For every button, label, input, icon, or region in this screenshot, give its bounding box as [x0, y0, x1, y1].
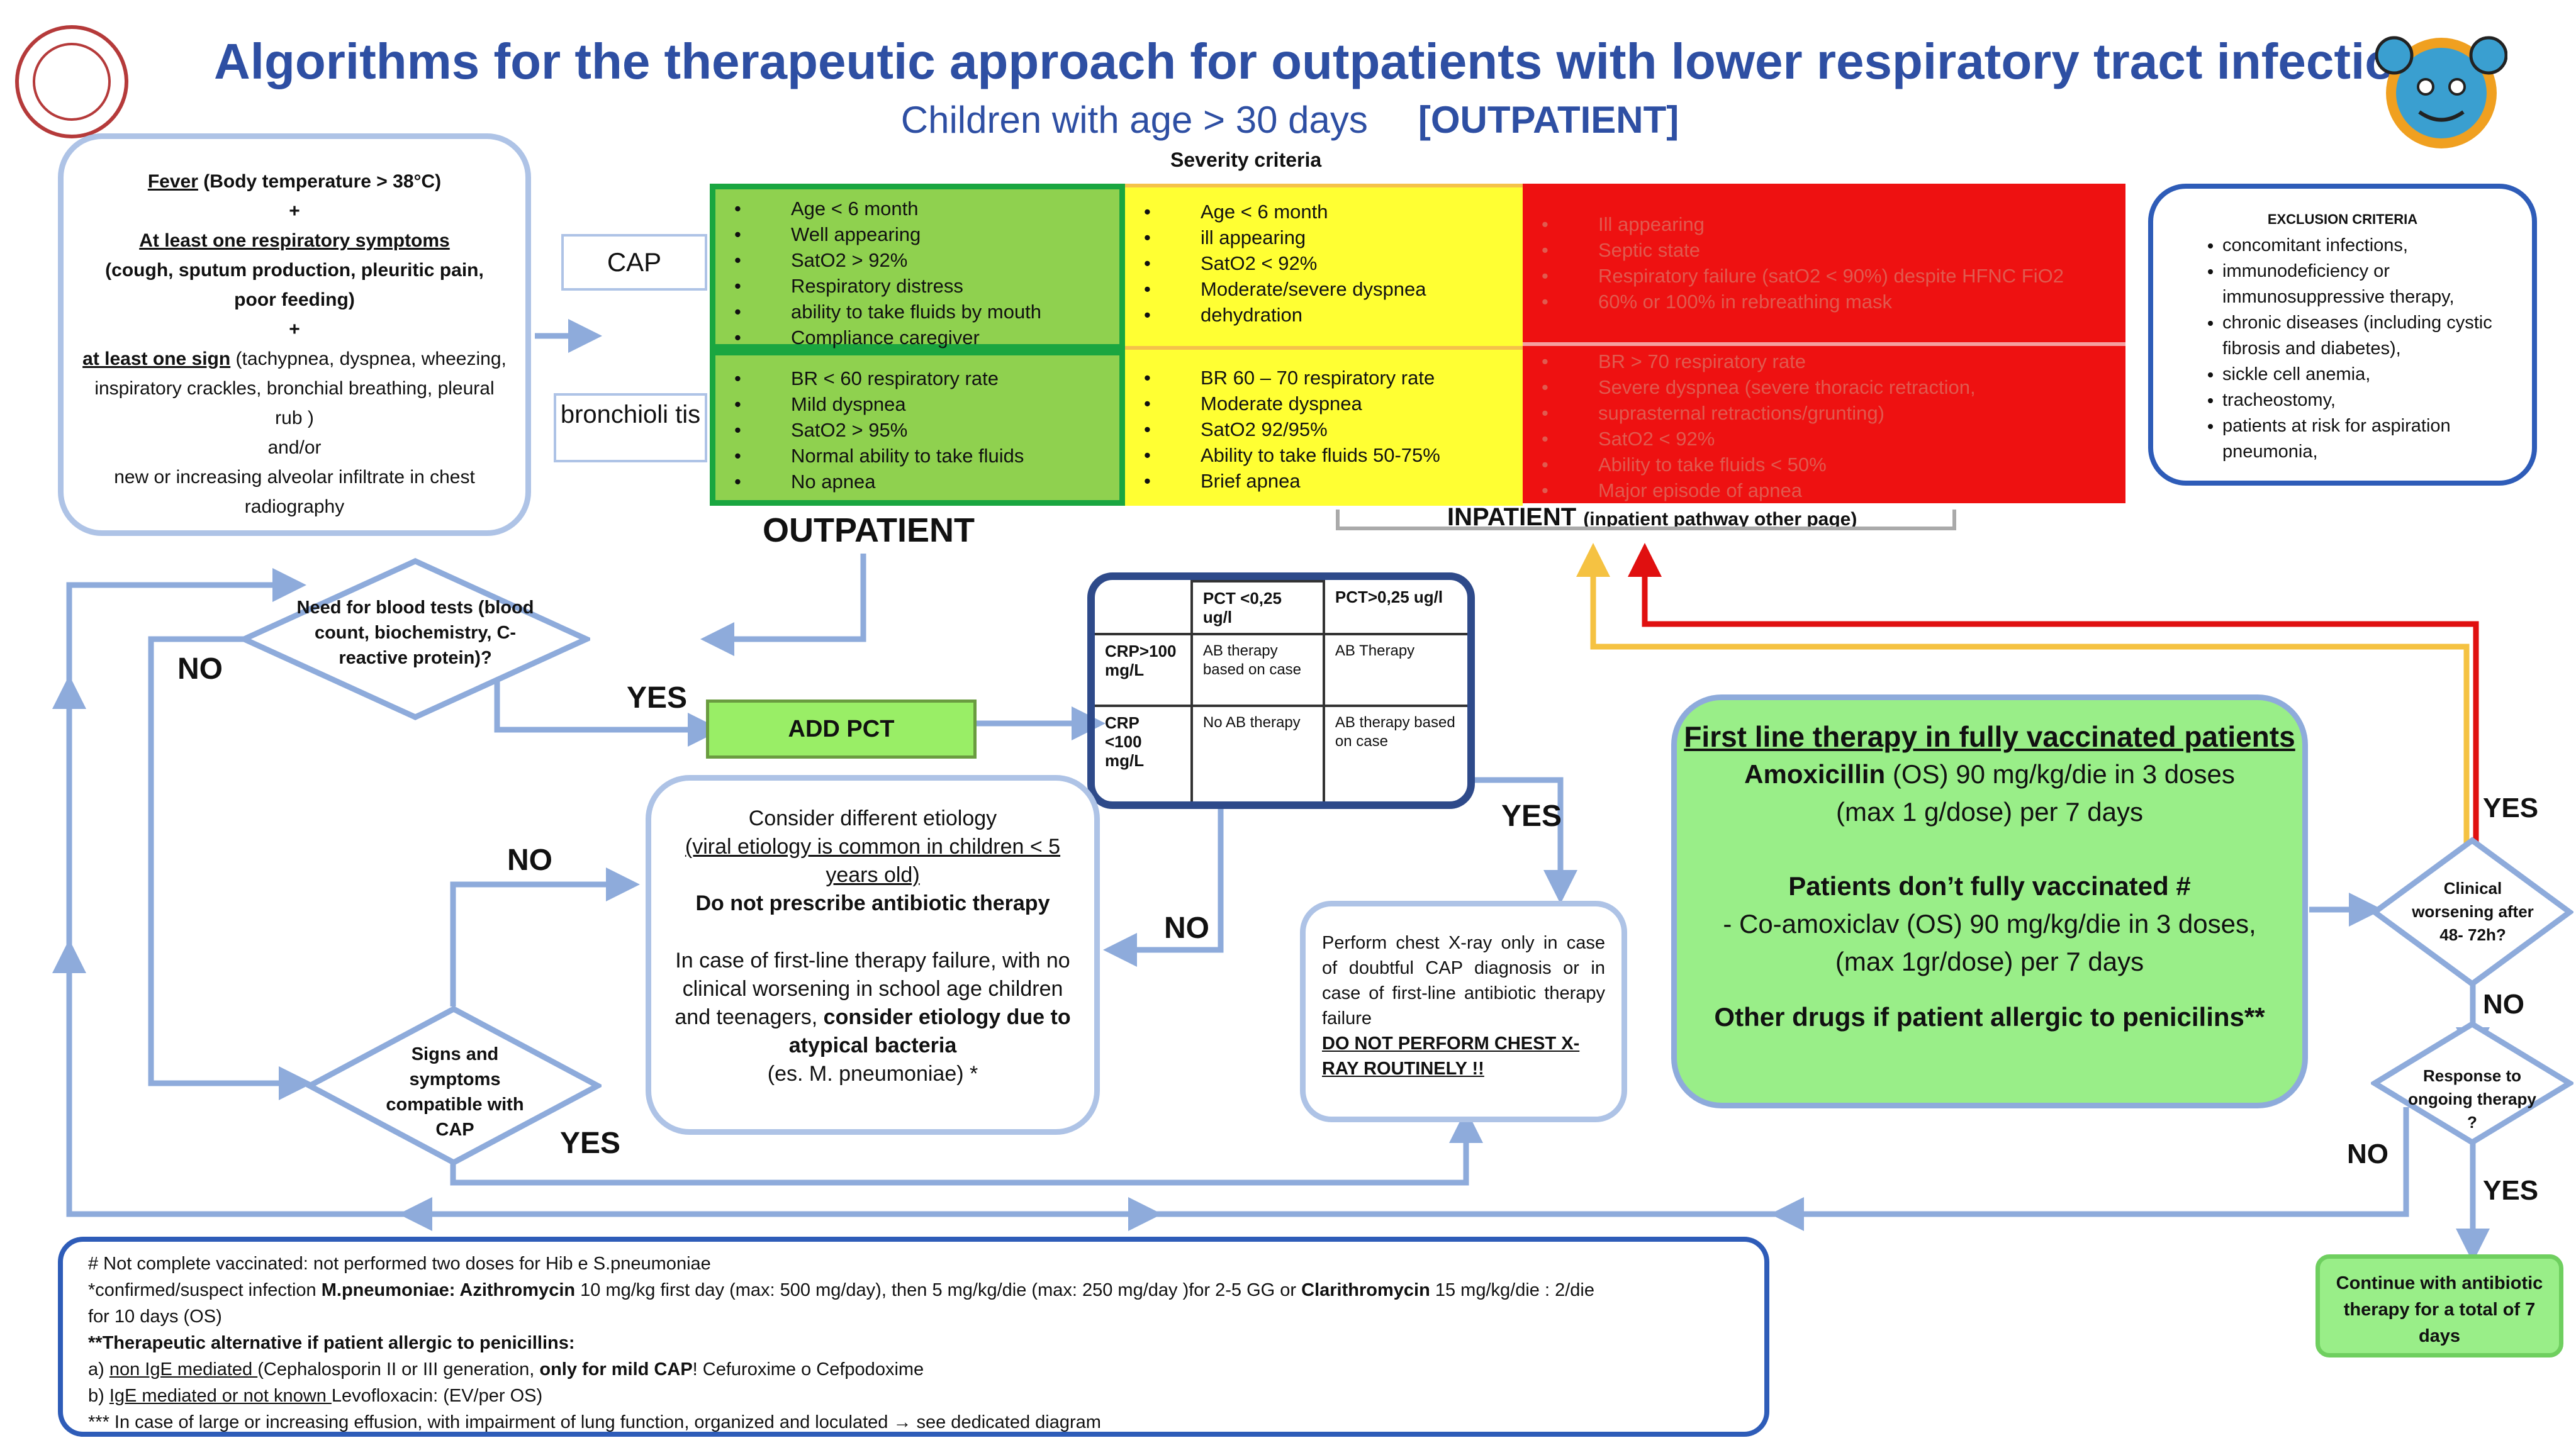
cap-moderate-panel: Age < 6 monthill appearingSatO2 < 92%Mod… [1125, 184, 1523, 346]
bronch-severe-panel: BR > 70 respiratory rateSevere dyspnea (… [1523, 342, 2125, 503]
cap-label-box: CAP [561, 234, 707, 291]
cap-severe-panel: Ill appearingSeptic stateRespiratory fai… [1523, 184, 2125, 342]
bronch-moderate-item: Moderate dyspnea [1144, 391, 1523, 416]
cap-severe-item: Respiratory failure (satO2 < 90%) despit… [1542, 263, 2125, 289]
signs-text: Signs and symptoms compatible with CAP [386, 1044, 524, 1140]
exclusion-item: concomitant infections, [2222, 233, 2519, 259]
page-subtitle: Children with age > 30 days[OUTPATIENT] [900, 99, 1679, 141]
exclusion-item: sickle cell anemia, [2222, 362, 2519, 387]
no-label-signs: NO [507, 844, 552, 877]
blood-tests-text: Need for blood tests (blood count, bioch… [296, 598, 534, 668]
cap-moderate-item: ill appearing [1144, 225, 1523, 250]
bronch-moderate-item: BR 60 – 70 respiratory rate [1144, 365, 1523, 391]
cap-severe-item: 60% or 100% in rebreathing mask [1542, 289, 2125, 315]
xray-box: Perform chest X-ray only in case of doub… [1300, 901, 1627, 1122]
cap-mild-item: Respiratory distress [734, 273, 1119, 299]
no-label-pct: NO [1164, 911, 1209, 945]
cap-mild-item: Age < 6 month [734, 196, 1119, 221]
response-text: Response to ongoing therapy ? [2408, 1066, 2536, 1132]
blood-tests-diamond [240, 558, 590, 720]
bronchiolitis-label-box: bronchioli tis [554, 393, 707, 462]
therapy-box: First line therapy in fully vaccinated p… [1671, 694, 2308, 1108]
no-label-blood: NO [177, 652, 223, 686]
signs-diamond [306, 1005, 602, 1166]
bronch-severe-item: Ability to take fluids < 50% [1542, 452, 2125, 477]
severity-criteria-title: Severity criteria [1170, 148, 1322, 171]
exclusion-criteria-box: EXCLUSION CRITERIA concomitant infection… [2148, 184, 2537, 486]
yes-label-signs: YES [560, 1127, 621, 1160]
add-pct-box: ADD PCT [706, 700, 977, 759]
bronch-mild-item: No apnea [734, 469, 1119, 494]
university-seal-icon [15, 25, 128, 138]
bronch-severe-item: suprasternal retractions/grunting) [1542, 400, 2125, 426]
cap-severe-item: Septic state [1542, 237, 2125, 263]
worsening-diamond [2371, 837, 2573, 988]
bronch-mild-item: Mild dyspnea [734, 391, 1119, 417]
exclusion-item: patients at risk for aspiration pneumoni… [2222, 413, 2519, 465]
no-label-response: NO [2347, 1139, 2388, 1169]
exclusion-item: tracheostomy, [2222, 387, 2519, 413]
bronch-mild-item: SatO2 > 95% [734, 417, 1119, 443]
yes-label-blood: YES [627, 681, 688, 715]
bronch-moderate-item: SatO2 92/95% [1144, 416, 1523, 442]
cap-severe-item: Ill appearing [1542, 211, 2125, 237]
bronch-moderate-panel: BR 60 – 70 respiratory rateModerate dysp… [1125, 346, 1523, 506]
cap-moderate-item: Age < 6 month [1144, 199, 1523, 225]
yes-label-pct: YES [1501, 800, 1562, 833]
bronch-moderate-item: Brief apnea [1144, 468, 1523, 494]
bronch-mild-panel: BR < 60 respiratory rateMild dyspneaSatO… [710, 350, 1125, 506]
exclusion-item: chronic diseases (including cystic fibro… [2222, 310, 2519, 362]
worsening-text: Clinical worsening after 48- 72h? [2412, 879, 2534, 944]
yes-label-response: YES [2483, 1175, 2539, 1206]
cap-mild-item: SatO2 > 92% [734, 247, 1119, 273]
cap-mild-panel: Age < 6 monthWell appearingSatO2 > 92%Re… [710, 184, 1125, 350]
outpatient-label: OUTPATIENT [763, 511, 975, 549]
cap-moderate-item: Moderate/severe dyspnea [1144, 276, 1523, 302]
cap-moderate-item: SatO2 < 92% [1144, 250, 1523, 276]
inpatient-label: INPATIENT (inpatient pathway other page) [1447, 503, 1857, 531]
cap-mild-item: ability to take fluids by mouth [734, 299, 1119, 325]
yes-label-worsening: YES [2483, 793, 2539, 823]
bronch-severe-item: Major episode of apnea [1542, 477, 2125, 503]
bronch-mild-item: BR < 60 respiratory rate [734, 365, 1119, 391]
mascot-icon [2375, 36, 2507, 148]
cap-moderate-item: dehydration [1144, 302, 1523, 328]
etiology-box: Consider different etiology (viral etiol… [646, 775, 1100, 1135]
footnotes-box: # Not complete vaccinated: not performed… [58, 1237, 1769, 1437]
continue-therapy-box: Continue with antibiotic therapy for a t… [2316, 1254, 2563, 1357]
cap-mild-item: Compliance caregiver [734, 325, 1119, 350]
bronch-severe-item: BR > 70 respiratory rate [1542, 348, 2125, 374]
bronch-mild-item: Normal ability to take fluids [734, 443, 1119, 469]
page-title: Algorithms for the therapeutic approach … [214, 33, 2455, 89]
inclusion-criteria-box: Fever (Body temperature > 38°C) + At lea… [58, 133, 531, 536]
cap-mild-item: Well appearing [734, 221, 1119, 247]
bronch-severe-item: Severe dyspnea (severe thoracic retracti… [1542, 374, 2125, 400]
exclusion-item: immunodeficiency or immunosuppressive th… [2222, 259, 2519, 310]
no-label-worsening: NO [2483, 989, 2524, 1020]
bronch-moderate-item: Ability to take fluids 50-75% [1144, 442, 1523, 468]
response-diamond [2371, 1020, 2573, 1146]
bronch-severe-item: SatO2 < 92% [1542, 426, 2125, 452]
